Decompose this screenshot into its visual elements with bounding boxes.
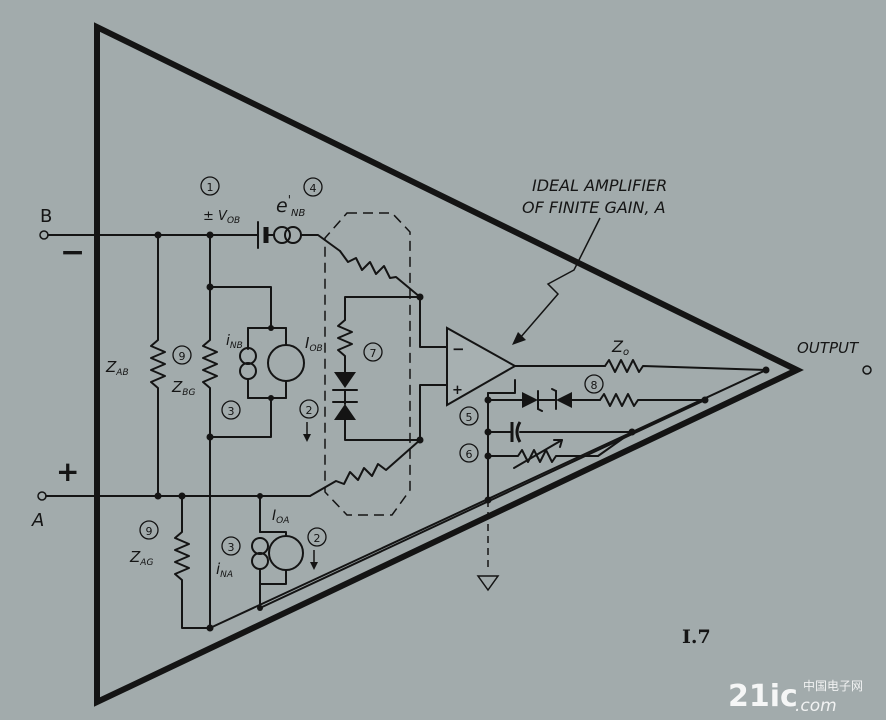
badge-2-lower: 2 — [307, 527, 327, 547]
output-clamp-network — [487, 388, 709, 412]
svg-text:2: 2 — [314, 532, 321, 545]
terminal-a-label: A — [31, 510, 44, 531]
current-arrow-lower — [310, 550, 318, 570]
svg-text:.com: .com — [795, 696, 837, 716]
svg-text:3: 3 — [228, 405, 235, 418]
input-a-terminal[interactable] — [37, 491, 47, 501]
badge-4: 4 — [303, 177, 323, 197]
zbg-label: ZBG — [171, 378, 195, 398]
callout-line-1: IDEAL AMPLIFIER — [532, 176, 667, 195]
wire-a — [45, 492, 311, 500]
opamp-inv-sign: − — [452, 340, 465, 358]
svg-text:3: 3 — [228, 541, 235, 554]
resistor-zab — [150, 234, 166, 497]
input-resistor-lower — [309, 439, 421, 497]
badge-6: 6 — [459, 443, 479, 463]
output-label: OUTPUT — [797, 339, 860, 357]
ground-symbol — [476, 500, 500, 592]
current-sources-a — [251, 493, 304, 611]
inb-label: iNB — [226, 333, 243, 351]
svg-text:2: 2 — [306, 404, 313, 417]
protection-network — [332, 296, 421, 441]
ioa-label: IOA — [272, 508, 289, 526]
input-b-terminal[interactable] — [39, 230, 49, 240]
watermark: 21ic .com 中国电子网 — [728, 678, 863, 716]
svg-text:9: 9 — [179, 350, 186, 363]
zag-label: ZAG — [129, 548, 153, 568]
zo-label: Zo — [611, 337, 629, 358]
minus-sign: − — [60, 235, 85, 270]
resistor-zbg — [202, 234, 218, 629]
ina-label: iNA — [216, 560, 233, 580]
offset-voltage-source — [257, 221, 275, 249]
badge-1: 1 — [200, 176, 220, 196]
badge-8: 8 — [584, 374, 604, 394]
vos-label: ± VOB — [203, 209, 240, 226]
figure-number: I.7 — [682, 626, 711, 648]
svg-text:5: 5 — [466, 411, 473, 424]
callout-arrow — [512, 217, 601, 345]
badge-9-lower: 9 — [139, 520, 159, 540]
svg-text:6: 6 — [466, 448, 473, 461]
iob-label: IOB — [305, 334, 323, 354]
badge-7: 7 — [363, 342, 383, 362]
svg-text:1: 1 — [207, 181, 214, 194]
ideal-opamp — [446, 326, 518, 407]
terminal-b-label: B — [40, 206, 52, 227]
plus-sign: + — [56, 455, 79, 488]
svg-text:21ic: 21ic — [728, 679, 798, 714]
common-rail — [484, 379, 516, 504]
svg-text:8: 8 — [591, 379, 598, 392]
dashed-enclosure — [324, 212, 411, 516]
output-terminal[interactable] — [862, 365, 872, 375]
current-arrow-upper — [303, 422, 311, 442]
svg-text:4: 4 — [310, 182, 317, 195]
current-sources-b — [209, 286, 305, 438]
badge-3-upper: 3 — [221, 400, 241, 420]
resistor-zag — [174, 495, 214, 632]
svg-text:9: 9 — [146, 525, 153, 538]
svg-text:中国电子网: 中国电子网 — [803, 678, 863, 693]
badge-2-upper: 2 — [299, 399, 319, 419]
svg-text:7: 7 — [370, 347, 377, 360]
input-resistor-upper — [339, 250, 421, 298]
badge-9-upper: 9 — [172, 345, 192, 365]
badge-3-lower: 3 — [221, 536, 241, 556]
callout-line-2: OF FINITE GAIN, A — [522, 198, 666, 217]
zab-label: ZAB — [105, 358, 129, 378]
enb-label: e'NB — [276, 193, 305, 219]
badge-5: 5 — [459, 406, 479, 426]
variable-resistor — [487, 431, 633, 469]
resistor-zo — [604, 359, 767, 373]
noise-voltage-source — [273, 226, 341, 252]
opamp-noninv-sign: + — [452, 383, 463, 398]
outer-triangle — [94, 22, 804, 707]
